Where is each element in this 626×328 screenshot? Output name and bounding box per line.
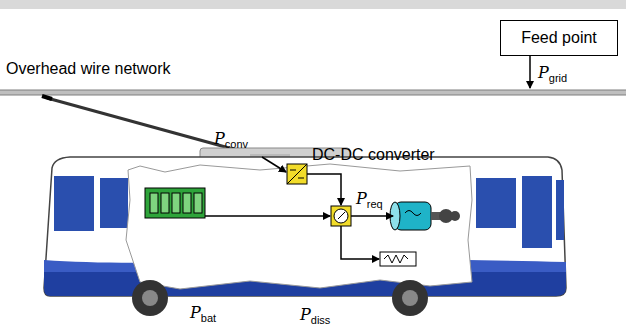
power-flow-arrows: [205, 157, 393, 259]
power-split-symbol: [331, 206, 351, 226]
motor-symbol: [390, 202, 460, 230]
overhead-wire: [0, 90, 626, 95]
trolley-pole: [42, 96, 262, 157]
feed-point-box: Feed point: [500, 20, 618, 56]
power-symbol: Preq: [356, 190, 383, 210]
power-symbol: Pdiss: [300, 306, 330, 326]
top-band: [0, 0, 626, 9]
dc-dc-converter-symbol: [287, 164, 307, 184]
bus-body: [44, 148, 566, 296]
feed-arrow: [529, 56, 531, 88]
battery-symbol: [145, 188, 205, 218]
power-symbol: Pgrid: [538, 64, 567, 84]
node-text: Feed point: [521, 29, 597, 47]
wheels: [132, 280, 428, 316]
power-symbol: Pbat: [190, 304, 216, 324]
component-name: DC-DC converter: [312, 146, 435, 164]
resistor-symbol: [380, 252, 416, 266]
power-symbol: Pconv: [214, 130, 248, 150]
wire-network-label: Overhead wire network: [6, 60, 171, 78]
